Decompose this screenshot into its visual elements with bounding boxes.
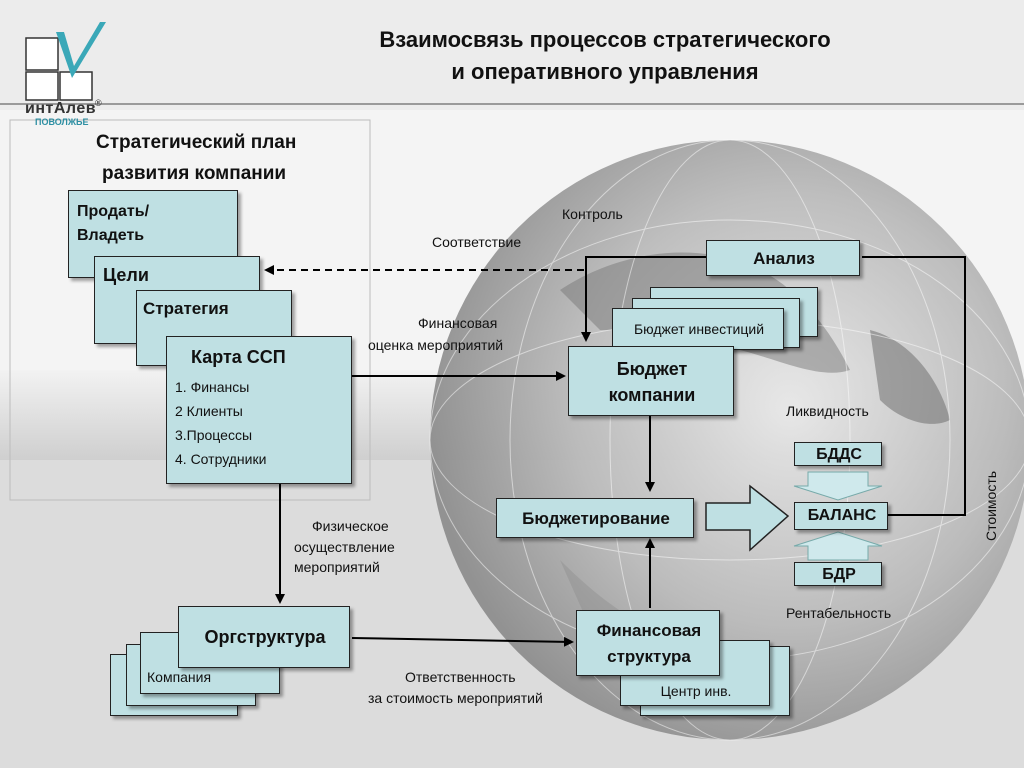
strategy-label: Стратегия (143, 299, 229, 318)
bsc-item-employees: 4. Сотрудники (175, 451, 267, 467)
bdr-box[interactable]: БДР (794, 562, 882, 586)
company-budget-box[interactable]: Бюджет компании (568, 346, 734, 416)
company-budget-line1: Бюджет (616, 359, 688, 379)
bdds-label: БДДС (816, 446, 862, 463)
analysis-label: Анализ (753, 249, 815, 268)
bsc-item-finance: 1. Финансы (175, 379, 250, 395)
cost-label: Стоимость (983, 470, 999, 542)
company-budget-line2: компании (608, 385, 696, 405)
sell-own-line2: Владеть (77, 227, 145, 244)
budgeting-label: Бюджетирование (522, 509, 670, 528)
investment-budget-label: Бюджет инвестиций (633, 321, 765, 337)
profitability-label: Рентабельность (786, 605, 892, 621)
strategic-plan-heading-1: Стратегический план (96, 132, 297, 153)
control-label: Контроль (562, 206, 623, 222)
fin-structure-box[interactable]: Финансовая структура (576, 610, 720, 676)
intalev-logo (25, 22, 106, 101)
inv-center-label: Центр инв. (660, 683, 732, 699)
fin-eval-line2: оценка мероприятий (368, 337, 504, 353)
bdds-box[interactable]: БДДС (794, 442, 882, 466)
physical-line1: Физическое (312, 518, 389, 534)
balance-label: БАЛАНС (807, 507, 877, 524)
conformity-label: Соответствие (432, 234, 522, 250)
title-line-1: Взаимосвязь процессов стратегического (379, 27, 831, 52)
bdr-label: БДР (822, 566, 856, 583)
bsc-item-clients: 2 Клиенты (175, 403, 243, 419)
physical-line3: мероприятий (294, 559, 380, 575)
org-structure-box[interactable]: Оргструктура (178, 606, 350, 668)
title-line-2: и оперативного управления (451, 59, 759, 84)
analysis-box[interactable]: Анализ (706, 240, 860, 276)
bsc-item-processes: 3.Процессы (175, 427, 253, 443)
fin-structure-line2: структура (607, 647, 691, 666)
fin-eval-line1: Финансовая (418, 315, 498, 331)
fin-structure-line1: Финансовая (596, 621, 702, 640)
strategic-plan-heading-2: развития компании (102, 163, 287, 184)
company-label: Компания (147, 669, 212, 685)
logo-registered-mark: ® (95, 98, 102, 108)
responsibility-line2: за стоимость мероприятий (368, 690, 543, 706)
liquidity-label: Ликвидность (786, 403, 869, 419)
physical-line2: осуществление (294, 539, 395, 555)
sell-own-line1: Продать/ (77, 203, 150, 220)
card-bsc-map[interactable]: Карта ССП 1. Финансы 2 Клиенты 3.Процесс… (166, 336, 352, 484)
budgeting-box[interactable]: Бюджетирование (496, 498, 694, 538)
page-title: Взаимосвязь процессов стратегического и … (220, 24, 990, 88)
org-structure-label: Оргструктура (204, 627, 326, 647)
logo-name: интАлев (25, 100, 97, 117)
goals-label: Цели (103, 265, 149, 285)
bsc-map-title: Карта ССП (191, 347, 286, 367)
responsibility-line1: Ответственность (405, 669, 516, 685)
balance-box[interactable]: БАЛАНС (794, 502, 888, 530)
logo-subtitle: ПОВОЛЖЬЕ (35, 117, 89, 127)
investment-budget-box[interactable]: Бюджет инвестиций (612, 308, 784, 350)
